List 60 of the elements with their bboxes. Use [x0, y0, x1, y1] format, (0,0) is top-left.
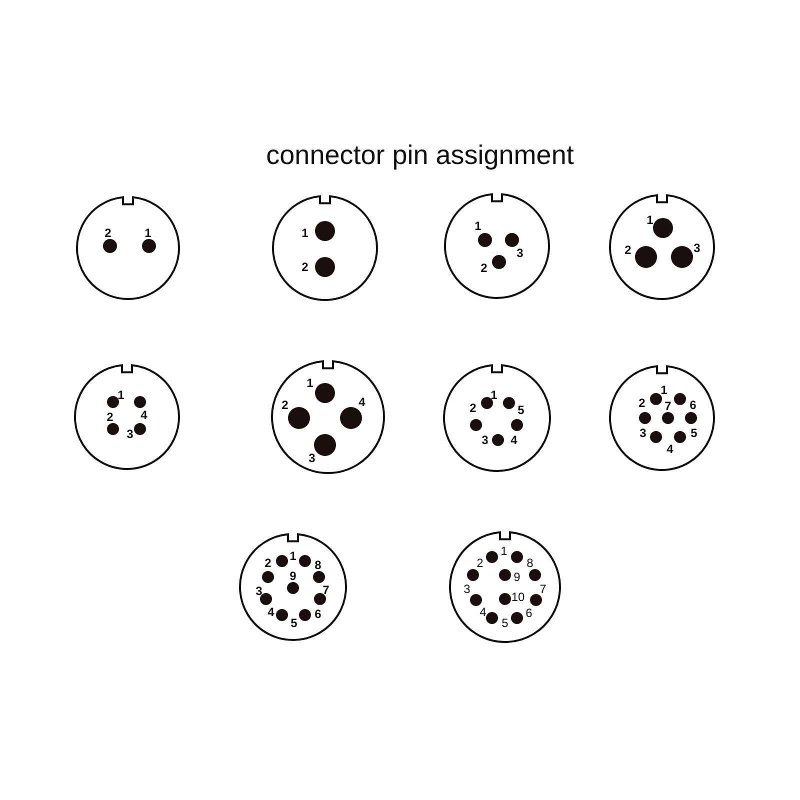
- connector-face: [607, 363, 717, 473]
- pin-number: 5: [290, 617, 298, 629]
- pin-number: 2: [104, 227, 112, 239]
- pin-number: 4: [268, 606, 274, 618]
- pin-number: 7: [664, 400, 672, 412]
- connector-face: [269, 358, 387, 476]
- pin-number: 1: [118, 389, 124, 401]
- connector-face: [72, 362, 182, 472]
- pin-number: 10: [511, 591, 525, 603]
- pin-number: 4: [140, 409, 148, 421]
- pin-number: 1: [660, 384, 668, 396]
- pin-number: 1: [490, 389, 498, 401]
- pin-number: 1: [500, 545, 508, 557]
- connector-face: [74, 194, 182, 302]
- pin-number: 9: [514, 571, 520, 583]
- connector-face: [237, 531, 349, 643]
- pin-number: 1: [290, 550, 296, 562]
- pin-number: 6: [314, 608, 322, 620]
- pin-number: 2: [264, 557, 272, 569]
- pin-number: 7: [540, 583, 546, 595]
- pin-number: 5: [502, 617, 508, 629]
- pin-number: 6: [690, 399, 696, 411]
- connector-face: [442, 191, 552, 301]
- pin-number: 3: [482, 434, 488, 446]
- pin-number: 1: [646, 214, 654, 226]
- title: connector pin assignment: [265, 140, 575, 171]
- pin-number: 2: [476, 557, 484, 569]
- pin-number: 2: [282, 399, 288, 411]
- pin-number: 3: [464, 583, 470, 595]
- pin-number: 3: [126, 428, 134, 440]
- pin-number: 6: [526, 607, 532, 619]
- pin-number: 2: [470, 402, 476, 414]
- pin-number: 1: [302, 227, 308, 239]
- pin-number: 3: [308, 452, 316, 464]
- pin-number: 3: [516, 247, 524, 259]
- pin-number: 1: [306, 377, 314, 389]
- pin-number: 8: [526, 557, 534, 569]
- pin-number: 5: [690, 427, 698, 439]
- pin-number: 3: [256, 585, 262, 597]
- pin-number: 8: [314, 559, 322, 571]
- pin-number: 1: [144, 227, 152, 239]
- pin-number: 2: [106, 411, 114, 423]
- pin-number: 5: [518, 404, 524, 416]
- pin-number: 4: [666, 443, 674, 455]
- pin-number: 3: [640, 427, 646, 439]
- pin-number: 3: [694, 242, 700, 254]
- connector-face: [607, 192, 717, 302]
- pin-number: 2: [480, 262, 488, 274]
- pin-number: 9: [290, 570, 296, 582]
- pin-number: 4: [480, 606, 486, 618]
- pin-number: 1: [474, 220, 482, 232]
- pin-number: 4: [358, 396, 366, 408]
- pin-number: 7: [322, 584, 330, 596]
- pin-number: 2: [624, 244, 632, 256]
- connector-face: [270, 193, 380, 303]
- connector-face: [447, 529, 563, 645]
- pin-number: 2: [638, 397, 646, 409]
- pin-number: 2: [302, 261, 308, 273]
- pin-number: 4: [510, 434, 518, 446]
- connector-face: [441, 362, 553, 474]
